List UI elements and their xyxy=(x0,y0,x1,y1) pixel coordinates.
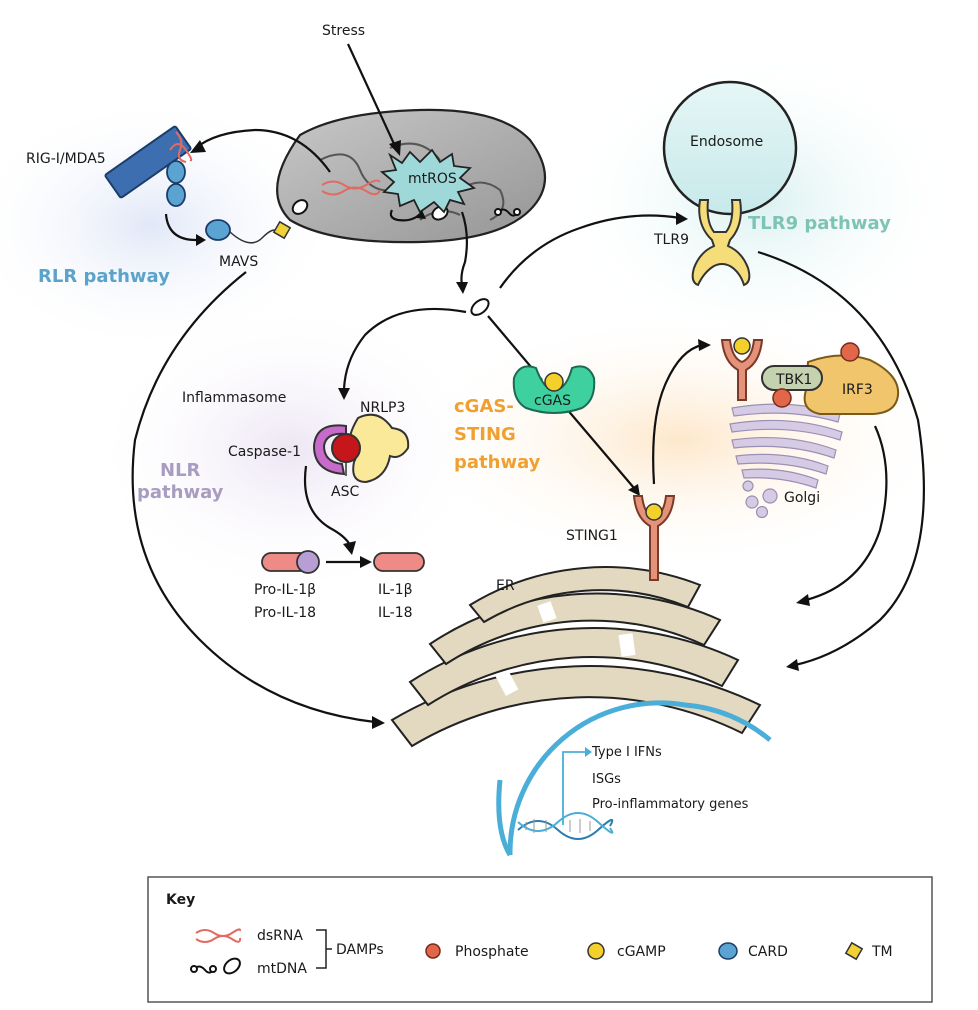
endosome-label: Endosome xyxy=(690,134,763,150)
key-phosphate-icon xyxy=(425,943,441,959)
key-dsrna-label: dsRNA xyxy=(257,928,303,944)
mavs xyxy=(205,219,292,244)
tlr9-label: TLR9 xyxy=(653,232,689,248)
cgas-pathway-line3: pathway xyxy=(454,452,541,473)
caspase1-label: Caspase-1 xyxy=(228,444,301,460)
inflammasome-complex xyxy=(312,413,410,484)
transcription-arrow xyxy=(562,751,585,825)
phosphate-icon xyxy=(840,342,860,362)
er-label: ER xyxy=(496,578,515,594)
sting1-golgi xyxy=(720,337,764,401)
cgas-label: cGAS xyxy=(534,393,571,409)
gene-type1-ifns: Type I IFNs xyxy=(591,745,662,760)
cgas-pathway-line1: cGAS- xyxy=(454,396,514,417)
released-mtdna-icon xyxy=(470,298,490,316)
asc-label: ASC xyxy=(331,484,359,500)
cgamp-icon xyxy=(544,372,564,392)
il18-label: IL-18 xyxy=(378,605,413,621)
il1b-label: IL-1β xyxy=(378,582,413,598)
key-title: Key xyxy=(166,892,195,908)
key-cgamp-icon xyxy=(587,942,605,960)
key-phosphate-label: Phosphate xyxy=(455,944,529,960)
cgas-pathway-line2: STING xyxy=(454,424,516,445)
tbk1-label: TBK1 xyxy=(775,372,812,388)
gene-isgs: ISGs xyxy=(592,772,621,787)
nlr-pathway-line1: NLR xyxy=(160,460,201,481)
dsrna-icon xyxy=(321,179,381,196)
dna-helix-icon xyxy=(517,812,614,840)
sting1-label: STING1 xyxy=(566,528,618,544)
nrlp3-label: NRLP3 xyxy=(360,400,405,416)
dsrna-bound-icon xyxy=(169,131,193,163)
key-dsrna-icon xyxy=(195,928,242,943)
pro-il18-label: Pro-IL-18 xyxy=(254,605,316,621)
key-card-label: CARD xyxy=(748,944,788,960)
nuclear-envelope xyxy=(507,700,772,856)
tm-domain xyxy=(272,220,292,240)
tlr9-receptor xyxy=(691,199,751,287)
endosome xyxy=(662,80,798,216)
mtdna-icon xyxy=(291,199,521,221)
mtros-burst xyxy=(379,148,477,214)
cgamp-icon xyxy=(645,503,663,521)
endoplasmic-reticulum xyxy=(390,566,762,748)
rlr-pathway-label: RLR pathway xyxy=(38,266,170,287)
pro-il1b-label: Pro-IL-1β xyxy=(254,582,316,598)
key-tm-icon xyxy=(844,941,864,961)
golgi-label: Golgi xyxy=(784,490,820,506)
key-damps-label: DAMPs xyxy=(336,942,384,958)
key-mtdna-label: mtDNA xyxy=(257,961,307,977)
phosphate-icon xyxy=(772,388,792,408)
nlr-glow xyxy=(90,300,490,600)
key-cgamp-label: cGAMP xyxy=(617,944,666,960)
golgi-apparatus xyxy=(729,403,843,519)
irf3-label: IRF3 xyxy=(842,382,873,398)
caspase1-protein xyxy=(312,424,347,476)
tlr9-pathway-label: TLR9 pathway xyxy=(748,213,891,234)
irf3-complex xyxy=(761,342,900,415)
key-tm-label: TM xyxy=(871,944,893,960)
mtros-label: mtROS xyxy=(408,171,457,187)
mavs-label: MAVS xyxy=(219,254,258,270)
key-card-icon xyxy=(718,942,738,960)
stress-label: Stress xyxy=(322,23,365,39)
pro-il-protein xyxy=(261,550,320,574)
cgas-enzyme xyxy=(512,365,596,414)
inflammasome-label: Inflammasome xyxy=(182,390,286,406)
key-mtdna-icon xyxy=(190,957,241,975)
sting1-receptor xyxy=(632,495,676,581)
key-bracket xyxy=(316,929,332,969)
rig-i-mda5 xyxy=(104,125,192,207)
cgamp-icon xyxy=(733,337,751,355)
nuclear-envelope-lower xyxy=(496,779,513,857)
rig-mda5-label: RIG-I/MDA5 xyxy=(26,151,106,167)
key-legend: Key dsRNA mtDNA DAMPs Phosphate cGAMP CA… xyxy=(147,876,933,1003)
rlr-glow xyxy=(0,95,340,355)
mature-il-protein xyxy=(373,552,425,572)
asc-protein xyxy=(331,433,361,463)
gene-proinflammatory: Pro-inflammatory genes xyxy=(592,797,749,812)
nlr-pathway-line2: pathway xyxy=(137,482,224,503)
